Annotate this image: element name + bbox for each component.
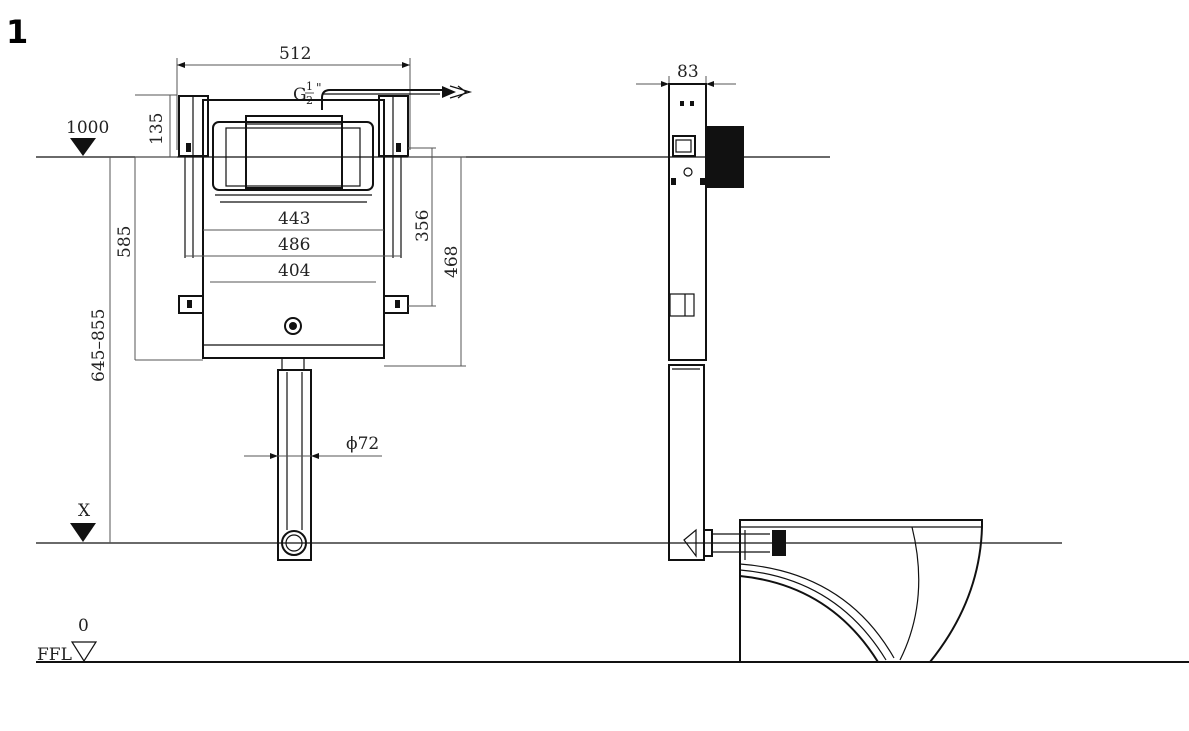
level-label-1000: 1000 — [66, 118, 109, 138]
dim-356: 356 — [413, 210, 433, 242]
dim-512: 512 — [279, 44, 311, 64]
dim-486: 486 — [278, 235, 310, 255]
level-marker-icon — [70, 138, 96, 156]
dim-83: 83 — [677, 62, 699, 82]
wc-bowl — [739, 519, 983, 663]
dim-135: 135 — [147, 113, 167, 145]
level-marker-icon — [70, 523, 96, 542]
thread-num: 1 — [306, 80, 313, 93]
dim-585: 585 — [115, 226, 135, 258]
dim-404: 404 — [278, 261, 310, 281]
level-label-ffl: FFL — [37, 645, 72, 665]
dim-phi72: ϕ72 — [346, 434, 379, 454]
dim-468: 468 — [442, 246, 462, 278]
level-label-x: X — [78, 501, 91, 521]
flow-arrow-icon — [442, 86, 456, 98]
side-view: 83 — [636, 62, 786, 561]
floor-marker-icon — [70, 641, 98, 663]
dim-443: 443 — [278, 209, 310, 229]
thread-inch: " — [316, 81, 322, 95]
thread-g: G — [293, 85, 307, 105]
front-view: 512 135 G 1 2 " — [89, 44, 473, 561]
figure-number: 1 — [6, 13, 28, 51]
level-label-0: 0 — [78, 616, 89, 636]
dim-645-855: 645–855 — [89, 309, 109, 382]
